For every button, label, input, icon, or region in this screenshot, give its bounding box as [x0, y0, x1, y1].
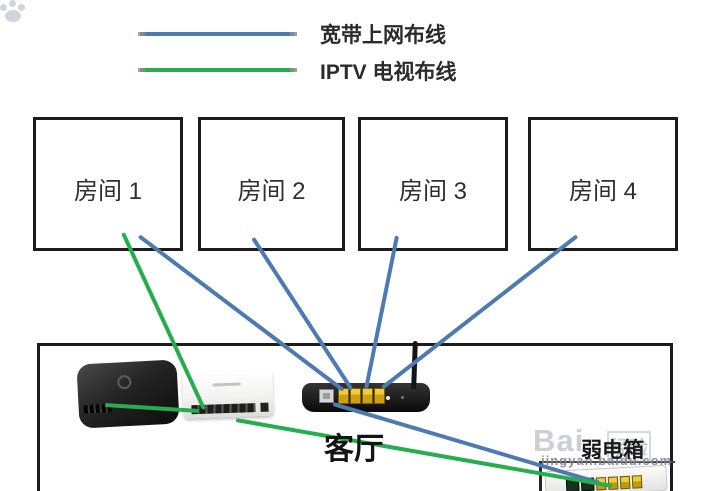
room-2-label: 房间 2: [237, 177, 306, 205]
router-led: [386, 396, 390, 400]
room-1-box: 房间 1: [33, 117, 183, 251]
switch-brand-mark: [212, 382, 241, 387]
paw-print-icon: [0, 0, 26, 24]
room-3-label: 房间 3: [398, 177, 467, 205]
room-1-label: 房间 1: [73, 177, 142, 205]
legend-label-iptv: IPTV 电视布线: [320, 61, 457, 84]
stb-logo-ring: [117, 374, 132, 390]
router-wan-port: [319, 389, 334, 403]
room-3-box: 房间 3: [358, 117, 508, 251]
living-room-label: 客厅: [324, 433, 384, 466]
iptv-set-top-box: [76, 359, 180, 429]
router-lan-ports: [338, 388, 385, 404]
room-2-box: 房间 2: [198, 117, 345, 251]
weak-box-left-divider: [539, 461, 542, 491]
watermark-url-text: jingyan.baidu.com: [541, 453, 673, 468]
weak-box-top-divider: [539, 461, 675, 463]
router-led: [401, 396, 404, 399]
watermark-brand-text: Bai: [533, 423, 585, 458]
switch-uplink-port: [260, 402, 269, 412]
watermark-suffix-text: 经验: [607, 431, 652, 462]
room-4-box: 房间 4: [528, 117, 678, 251]
iptv-line-swatch-icon: [138, 68, 297, 72]
legend-label-broadband: 宽带上网布线: [320, 24, 446, 47]
broadband-line-swatch-icon: [138, 32, 297, 36]
weak-box-label: 弱电箱: [581, 439, 644, 462]
room-4-label: 房间 4: [568, 177, 637, 205]
